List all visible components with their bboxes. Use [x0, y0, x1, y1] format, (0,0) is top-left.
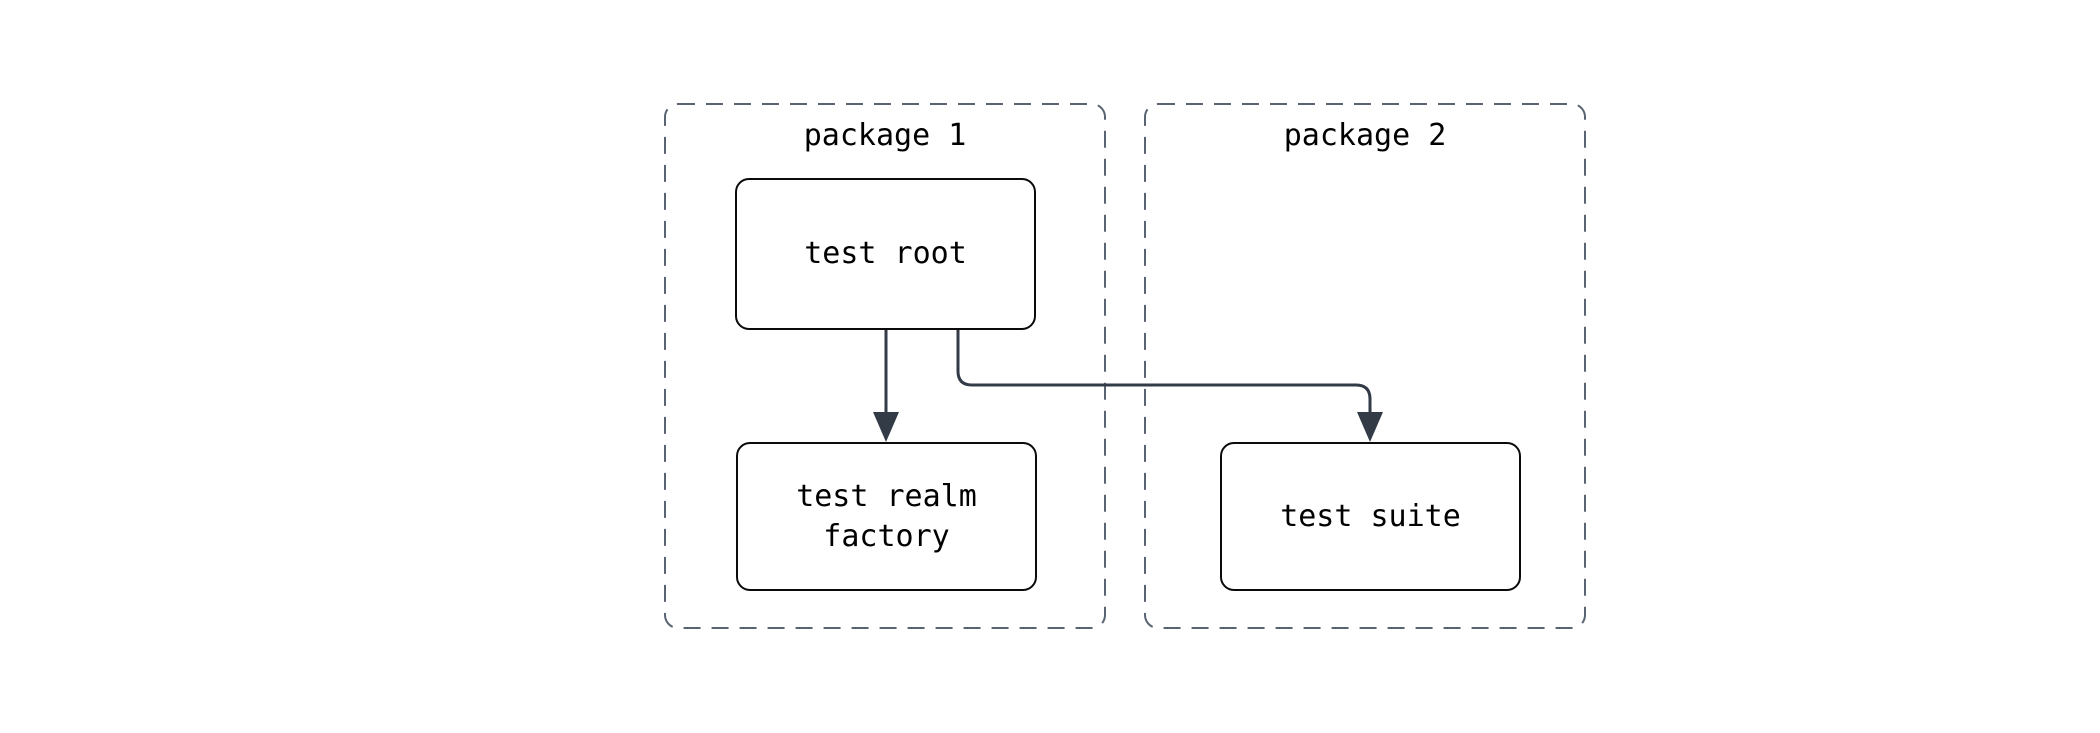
arrowhead-test-realm-factory-icon — [873, 412, 899, 442]
node-test-suite-label: test suite — [1280, 498, 1461, 534]
arrowhead-test-suite-icon — [1357, 412, 1383, 442]
cluster-package-2-border — [1144, 103, 1586, 629]
node-test-realm-factory-label: test realm factory — [796, 478, 977, 554]
cluster-package-1-border — [664, 103, 1106, 629]
node-test-root-label: test root — [804, 236, 967, 272]
edge-test-root-to-test-suite — [956, 330, 1372, 414]
node-test-suite: test suite — [1220, 442, 1521, 591]
node-test-root: test root — [735, 178, 1036, 330]
node-test-realm-factory: test realm factory — [736, 442, 1037, 591]
cluster-package-1-label: package 1 — [803, 118, 967, 153]
cluster-package-2-label: package 2 — [1283, 118, 1447, 153]
